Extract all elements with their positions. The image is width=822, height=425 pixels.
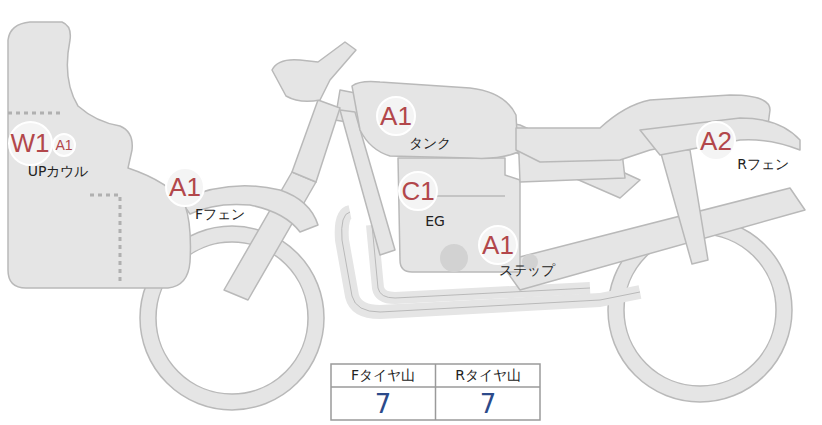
damage-marker: A1ステップ: [478, 225, 518, 265]
part-name: UPカウル: [28, 163, 89, 181]
damage-code: A1: [376, 96, 416, 136]
damage-code: A1: [165, 167, 205, 207]
part-name: EG: [425, 213, 445, 229]
table-header: Rタイヤ山: [455, 367, 521, 385]
table-value: 7: [375, 389, 392, 419]
cowl-seam: [8, 112, 62, 115]
marker-circle: [399, 172, 437, 210]
part-name: Fフェン: [195, 206, 245, 224]
damage-marker: A1Fフェン: [165, 167, 205, 207]
damage-marker: W1UPカウル: [8, 121, 53, 166]
damage-code: A2: [696, 121, 736, 161]
seat: [516, 95, 770, 162]
damage-marker: A2Rフェン: [696, 121, 736, 161]
marker-circle: [53, 134, 75, 156]
part-name: Rフェン: [737, 156, 789, 174]
marker-circle: [697, 122, 735, 160]
cowl-seam: [90, 195, 120, 285]
table-value: 7: [480, 389, 497, 419]
engine: [398, 158, 520, 272]
part-name: タンク: [409, 135, 451, 153]
damage-marker: A1: [52, 133, 76, 157]
marker-circle: [166, 168, 204, 206]
marker-circle: [479, 226, 517, 264]
part-name: ステップ: [499, 262, 555, 280]
rear-shock: [660, 150, 708, 264]
marker-circle: [9, 122, 52, 165]
damage-code: A1: [52, 133, 76, 157]
damage-code: A1: [478, 225, 518, 265]
damage-marker: A1タンク: [376, 96, 416, 136]
damage-code: C1: [398, 171, 438, 211]
table-header: Fタイヤ山: [351, 367, 415, 385]
damage-marker: C1EG: [398, 171, 438, 211]
fork-upper: [292, 100, 340, 182]
upper-cowl: [8, 22, 190, 288]
swingarm: [500, 188, 805, 290]
table-rule: [435, 364, 437, 420]
table-frame: [331, 364, 540, 420]
marker-circle: [377, 97, 415, 135]
handlebar: [272, 42, 356, 101]
fuel-tank: [352, 82, 518, 159]
engine-cover: [440, 244, 468, 272]
damage-code: W1: [8, 121, 53, 166]
